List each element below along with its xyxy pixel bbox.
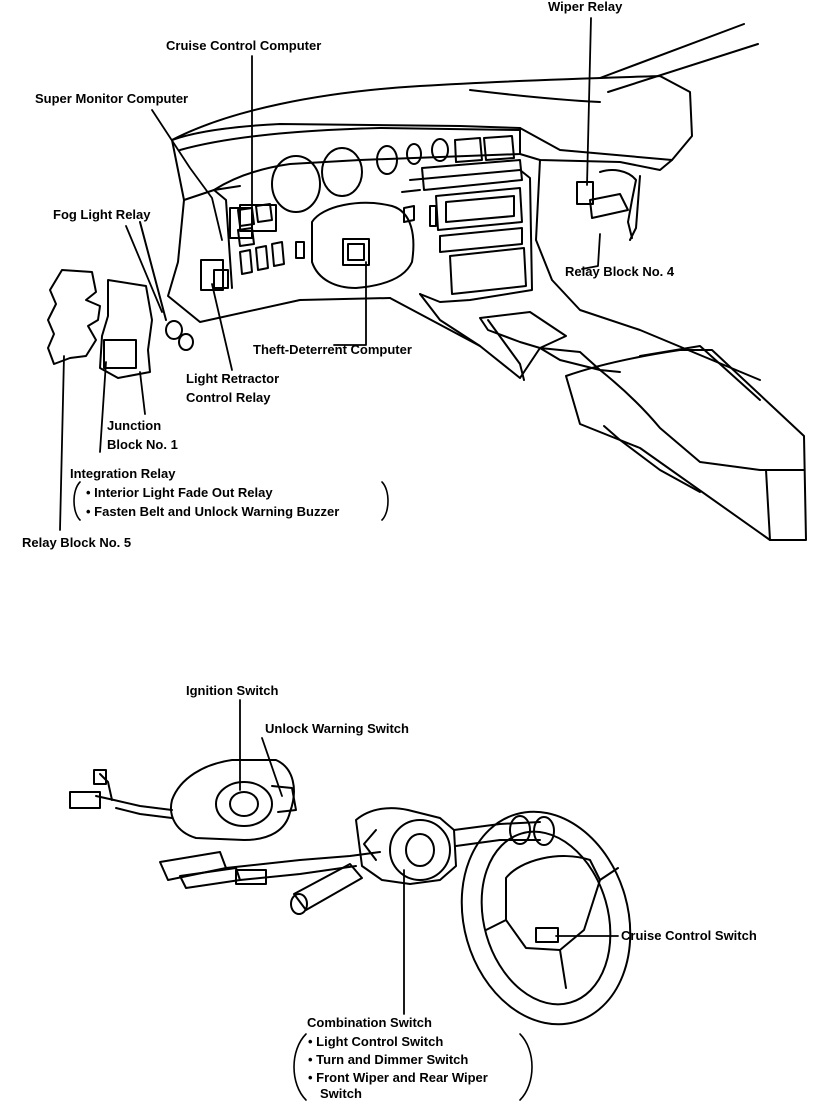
- cruise-control-computer-module: [239, 204, 277, 232]
- integration-item-1-text: Interior Light Fade Out Relay: [94, 485, 273, 500]
- label-fog-light-relay: Fog Light Relay: [53, 207, 151, 222]
- label-ignition-switch: Ignition Switch: [186, 683, 279, 698]
- label-integration-item-1: • Interior Light Fade Out Relay: [86, 485, 273, 500]
- label-cruise-control-switch: Cruise Control Switch: [621, 928, 757, 943]
- label-theft-deterrent-computer: Theft-Deterrent Computer: [253, 342, 412, 357]
- label-combination-item-1: • Light Control Switch: [308, 1034, 444, 1049]
- label-junction-block-line1: Junction: [107, 418, 162, 433]
- integration-item-2-text: Fasten Belt and Unlock Warning Buzzer: [94, 504, 340, 519]
- label-combination-switch: Combination Switch: [307, 1015, 432, 1030]
- label-relay-block-5: Relay Block No. 5: [22, 535, 132, 550]
- dashboard-illustration: [139, 23, 807, 541]
- junction-block-1-panel: [99, 279, 153, 379]
- label-light-retractor-line1: Light Retractor: [186, 371, 280, 386]
- leader-lines-top: [59, 17, 601, 531]
- light-retractor-relay-module: [200, 259, 224, 291]
- leader-lines-bottom: [239, 699, 619, 1015]
- label-combination-item-2: • Turn and Dimmer Switch: [308, 1052, 469, 1067]
- label-cruise-control-computer: Cruise Control Computer: [166, 38, 322, 53]
- steering-column-illustration: [69, 759, 632, 1026]
- brackets: [73, 481, 533, 1101]
- combination-item-3-text-line1: Front Wiper and Rear Wiper: [316, 1070, 488, 1085]
- label-integration-item-2: • Fasten Belt and Unlock Warning Buzzer: [86, 504, 340, 519]
- label-unlock-warning-switch: Unlock Warning Switch: [265, 721, 409, 736]
- combination-item-1-text: Light Control Switch: [316, 1034, 444, 1049]
- integration-relay-module: [103, 339, 137, 369]
- relay-block-5-panel: [47, 269, 101, 365]
- label-junction-block-line2: Block No. 1: [107, 437, 178, 452]
- label-wiper-relay: Wiper Relay: [548, 0, 623, 14]
- theft-deterrent-computer-module: [342, 238, 370, 266]
- label-light-retractor-line2: Control Relay: [186, 390, 271, 405]
- label-relay-block-4: Relay Block No. 4: [565, 264, 675, 279]
- wiper-relay-module: [576, 181, 594, 205]
- label-integration-relay: Integration Relay: [70, 466, 176, 481]
- label-combination-item-3: • Front Wiper and Rear Wiper: [308, 1070, 488, 1085]
- combination-item-2-text: Turn and Dimmer Switch: [316, 1052, 469, 1067]
- label-combination-item-3-line2: Switch: [320, 1086, 362, 1101]
- label-super-monitor-computer: Super Monitor Computer: [35, 91, 189, 106]
